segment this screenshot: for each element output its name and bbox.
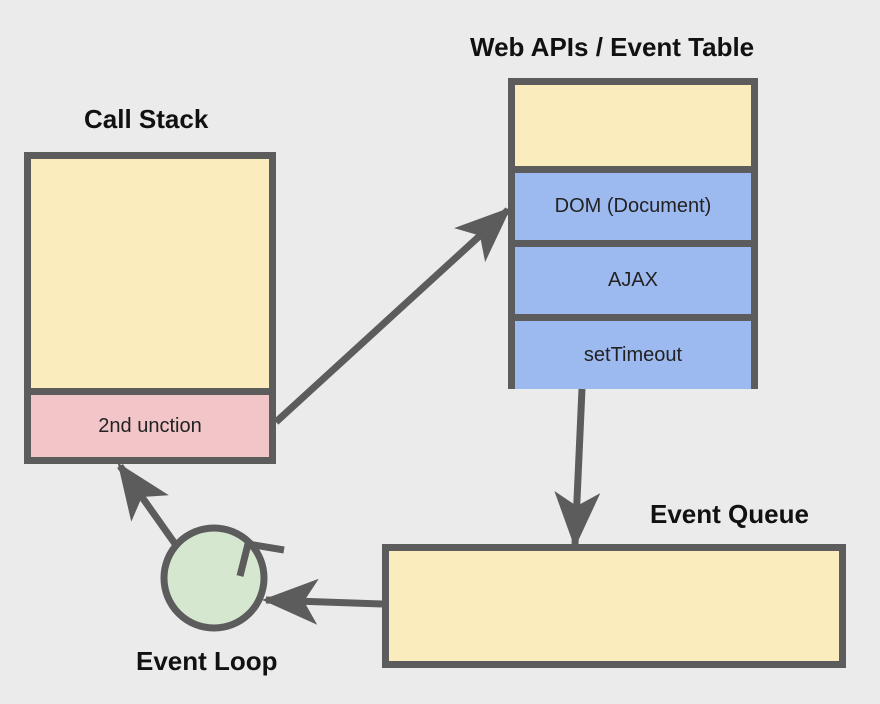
web-api-item-settimeout: setTimeout [515, 314, 751, 389]
web-apis-title: Web APIs / Event Table [470, 32, 755, 62]
event-queue-box [382, 544, 846, 668]
event-loop-label: Event Loop [136, 646, 278, 676]
web-api-item-dom: DOM (Document) [515, 166, 751, 240]
call-stack-box: 2nd unction [24, 152, 276, 464]
event-loop-circle [160, 524, 268, 632]
arrow-loop-to-callstack [117, 462, 181, 551]
web-api-item-ajax: AJAX [515, 240, 751, 314]
event-loop-hand-icon [236, 540, 285, 577]
web-apis-box: DOM (Document) AJAX setTimeout [508, 78, 758, 389]
event-queue-title: Event Queue [650, 499, 809, 529]
arrow-webapis-to-queue [554, 388, 601, 548]
arrow-callstack-to-webapis [273, 207, 511, 425]
arrow-queue-to-loop [262, 578, 383, 625]
call-stack-frame: 2nd unction [31, 388, 269, 457]
call-stack-title: Call Stack [84, 104, 209, 134]
